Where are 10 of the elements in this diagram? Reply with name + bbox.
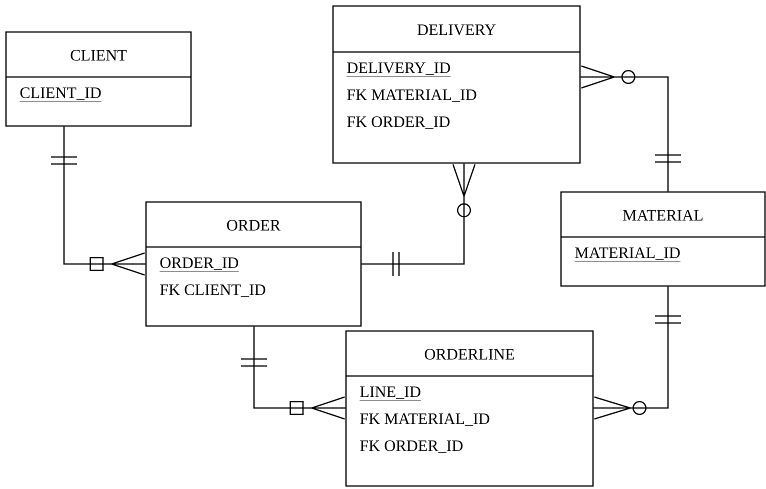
relationship-line [362, 164, 476, 277]
entity-box: MATERIAL MATERIAL_ID [560, 191, 766, 287]
entity-box: ORDERLINE LINE_ID FK MATERIAL_ID FK ORDER_ID [345, 330, 594, 487]
relationship-line [594, 286, 682, 420]
relationship-line [50, 126, 146, 276]
relationship-line [240, 326, 346, 420]
entity-box: ORDER ORDER_ID FK CLIENT_ID [145, 201, 362, 327]
relationship-line [580, 65, 682, 192]
entity-box: CLIENT CLIENT_ID [5, 31, 192, 127]
entity-box: DELIVERY DELIVERY_ID FK MATERIAL_ID FK ORDER_ID [332, 5, 581, 164]
